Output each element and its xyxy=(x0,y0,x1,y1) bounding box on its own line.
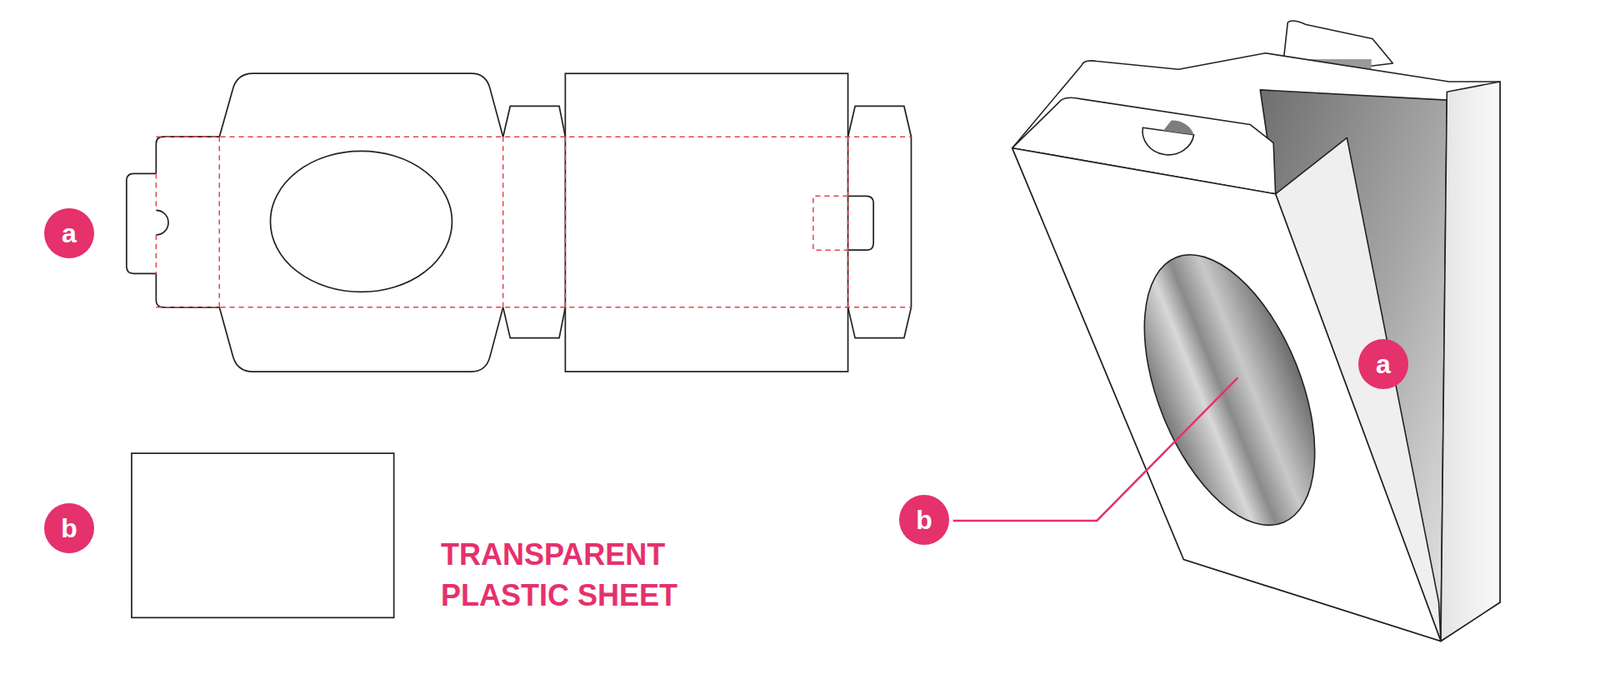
leader-line xyxy=(953,377,1239,521)
dieline xyxy=(126,73,912,372)
callout-letter: b xyxy=(915,506,933,534)
callout-circle: b xyxy=(44,503,95,554)
part-note: TRANSPARENT PLASTIC SHEET xyxy=(440,534,725,616)
callout-letter: b xyxy=(60,515,78,542)
callout-circle: b xyxy=(899,495,950,545)
box-3d xyxy=(1012,20,1500,642)
plastic-sheet xyxy=(131,453,395,618)
callout-letter: a xyxy=(1375,350,1391,378)
callout-circle: a xyxy=(1358,339,1409,390)
callout-circle: a xyxy=(44,208,95,259)
callout-letter: a xyxy=(61,220,77,247)
fold-lines xyxy=(155,136,911,308)
